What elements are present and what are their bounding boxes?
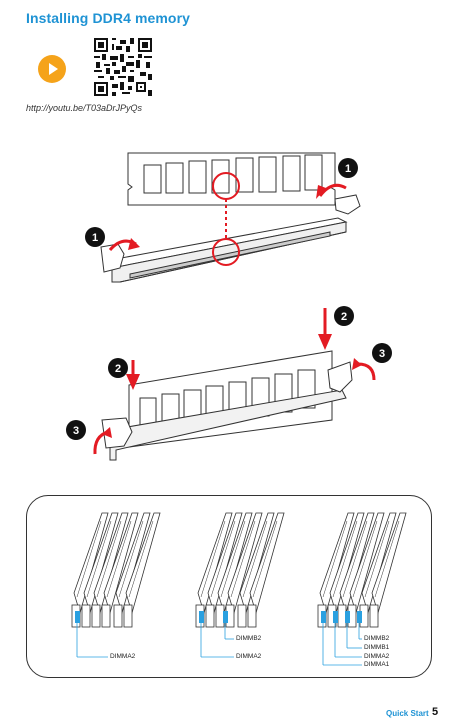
svg-text:1: 1 [345,163,351,175]
play-icon[interactable] [38,55,66,83]
step-badge-3-left: 3 [66,420,86,440]
step-badge-1-right: 1 [338,158,358,178]
dimm-slot-top [100,194,361,283]
page-number: 5 [432,706,439,718]
step-badge-2-right: 2 [334,306,354,326]
step-badge-2-left: 2 [108,358,128,378]
svg-text:2: 2 [115,363,121,375]
dimm-label: DIMMB2 [236,635,262,642]
dimm-configuration-panel [26,495,432,678]
marker-circle-key [212,238,240,266]
qr-code[interactable] [94,38,152,96]
dimm-config-1 [71,512,161,658]
footer-section-label: Quick Start [386,709,429,718]
svg-text:3: 3 [73,425,79,437]
memory-module-top [127,152,336,206]
dimm-label: DIMMA2 [236,653,262,660]
dimm-config-3 [317,512,407,666]
dimm-config-2 [195,512,285,658]
arrow-close-right [357,362,376,381]
step-badge-3-right: 3 [372,343,392,363]
dimm-slot-bottom [101,361,353,461]
svg-text:3: 3 [379,348,385,360]
arrow-open-right [318,183,347,197]
step-badge-1-left: 1 [85,227,105,247]
dimm-label: DIMMA2 [364,653,390,660]
svg-text:2: 2 [341,311,347,323]
dimm-label: DIMMB2 [364,635,390,642]
page-title: Installing DDR4 memory [26,10,191,26]
dimm-config-diagram [71,512,407,666]
video-url[interactable]: http://youtu.be/T03aDrJPyQs [26,103,143,113]
dimm-label: DIMMA2 [110,653,136,660]
installation-diagram [93,152,376,461]
svg-text:1: 1 [92,232,98,244]
dimm-label: DIMMA1 [364,661,390,668]
dimm-label: DIMMB1 [364,644,390,651]
